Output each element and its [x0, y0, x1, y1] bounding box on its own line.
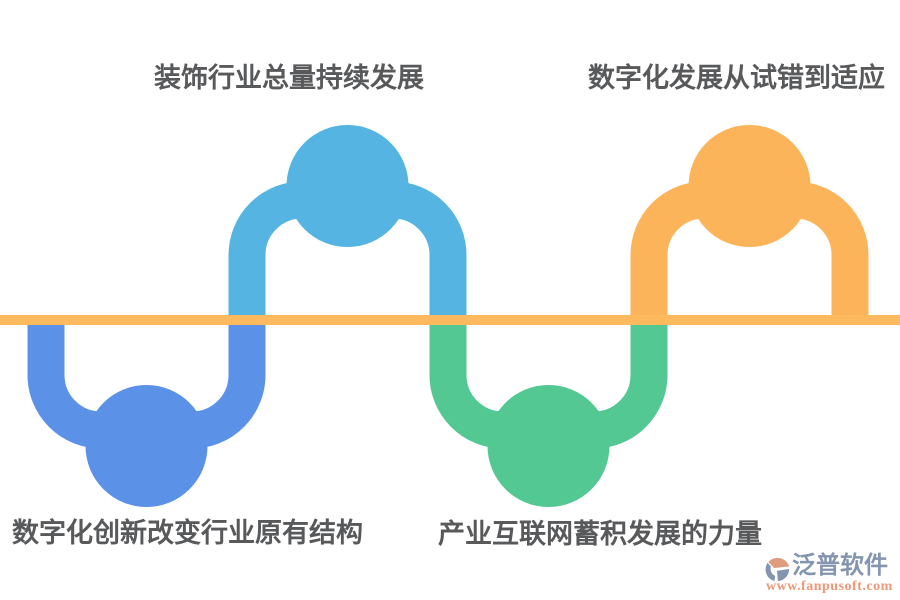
logo-wedge-shape: [777, 569, 790, 582]
wave-trough-2-circle: [487, 385, 610, 507]
brand-name: 泛普软件: [792, 552, 888, 579]
wave-trough-1-circle: [85, 385, 208, 507]
brand-url: www.fanpusoft.com: [766, 579, 893, 594]
brand-watermark: 泛普软件 www.fanpusoft.com: [756, 549, 896, 597]
logo-crescent-shape: [765, 562, 776, 582]
logo-fin-shape: [768, 557, 790, 569]
fanpu-logo-icon: [765, 557, 790, 582]
wave-crest-2-circle: [688, 125, 811, 247]
label-digital-innovation-structure: 数字化创新改变行业原有结构: [12, 518, 363, 548]
label-industrial-internet-power: 产业互联网蓄积发展的力量: [438, 519, 762, 549]
baseline: [0, 315, 900, 325]
label-digital-trial-to-adaptation: 数字化发展从试错到适应: [588, 63, 885, 93]
label-decoration-industry-growth: 装饰行业总量持续发展: [154, 63, 424, 93]
wave-crest-1-circle: [286, 125, 409, 247]
